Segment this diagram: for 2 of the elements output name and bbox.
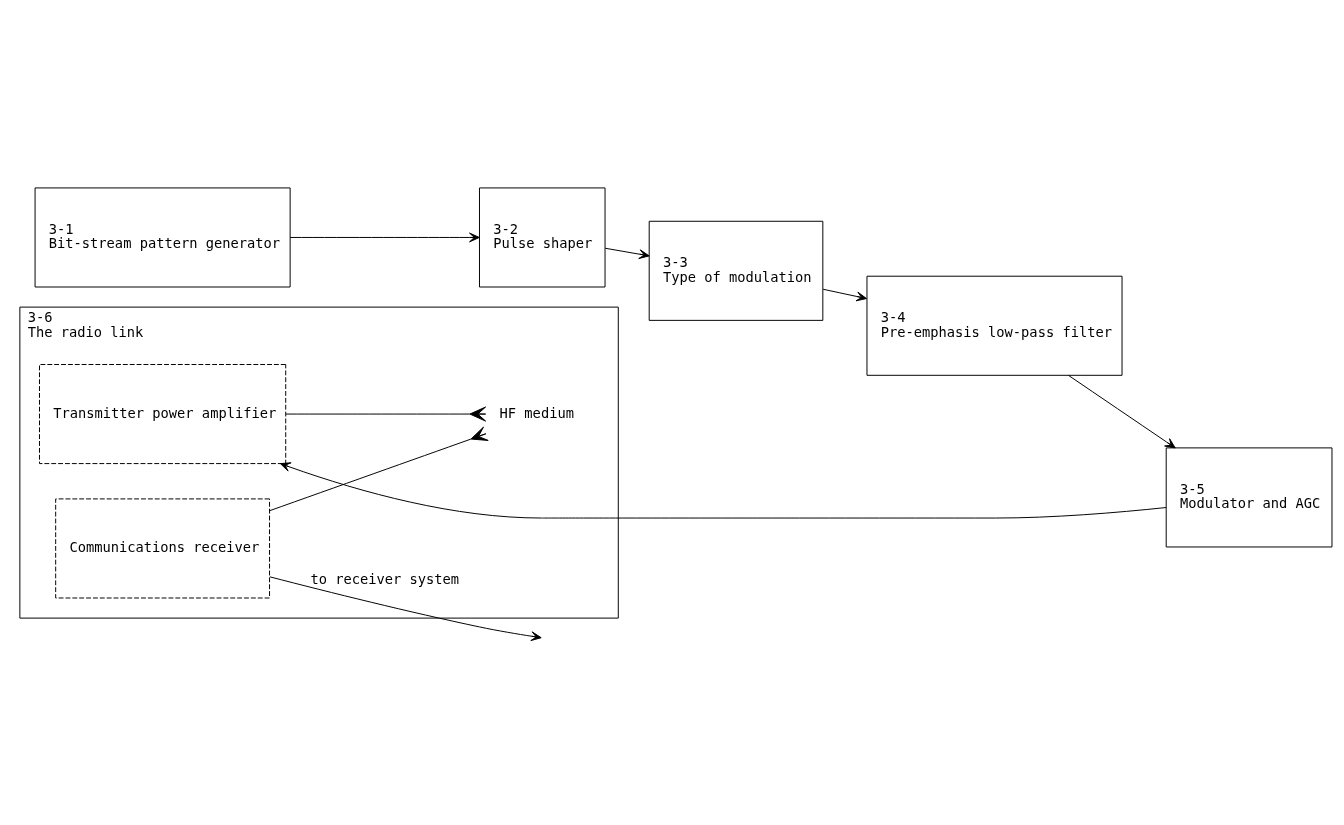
node-text: HF medium	[499, 404, 574, 421]
edge-label: to receiver system	[310, 570, 460, 587]
